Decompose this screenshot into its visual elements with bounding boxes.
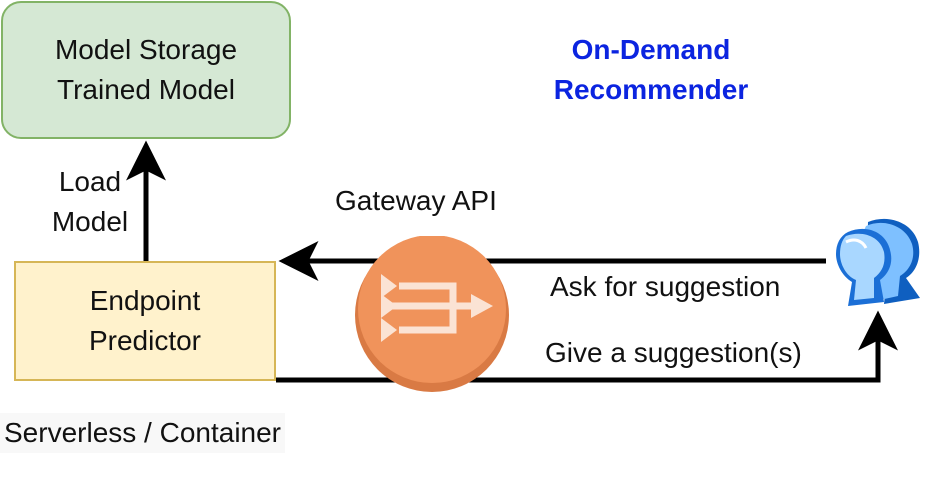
load-line-2: Model [51,206,129,237]
endpoint-line-2: Predictor [88,325,202,356]
hosting-label: Serverless / Container [0,413,286,453]
storage-line-2: Trained Model [57,74,235,105]
model-storage-box: Model Storage Trained Model [1,1,291,139]
response-arrow [276,310,898,383]
response-label: Give a suggestion(s) [545,337,802,368]
title-line-1: On-Demand [571,34,731,65]
load-line-1: Load [58,166,122,197]
load-model-label: Load Model [40,162,140,242]
users-icon [836,218,920,306]
storage-line-1: Model Storage [54,34,238,65]
gateway-api-label: Gateway API [335,185,497,216]
endpoint-predictor-box: Endpoint Predictor [14,261,276,381]
diagram-title: On-Demand Recommender [520,30,782,110]
endpoint-line-1: Endpoint [89,285,201,316]
request-label: Ask for suggestion [550,271,781,302]
api-gateway-icon [355,236,509,392]
title-line-2: Recommender [553,74,749,105]
